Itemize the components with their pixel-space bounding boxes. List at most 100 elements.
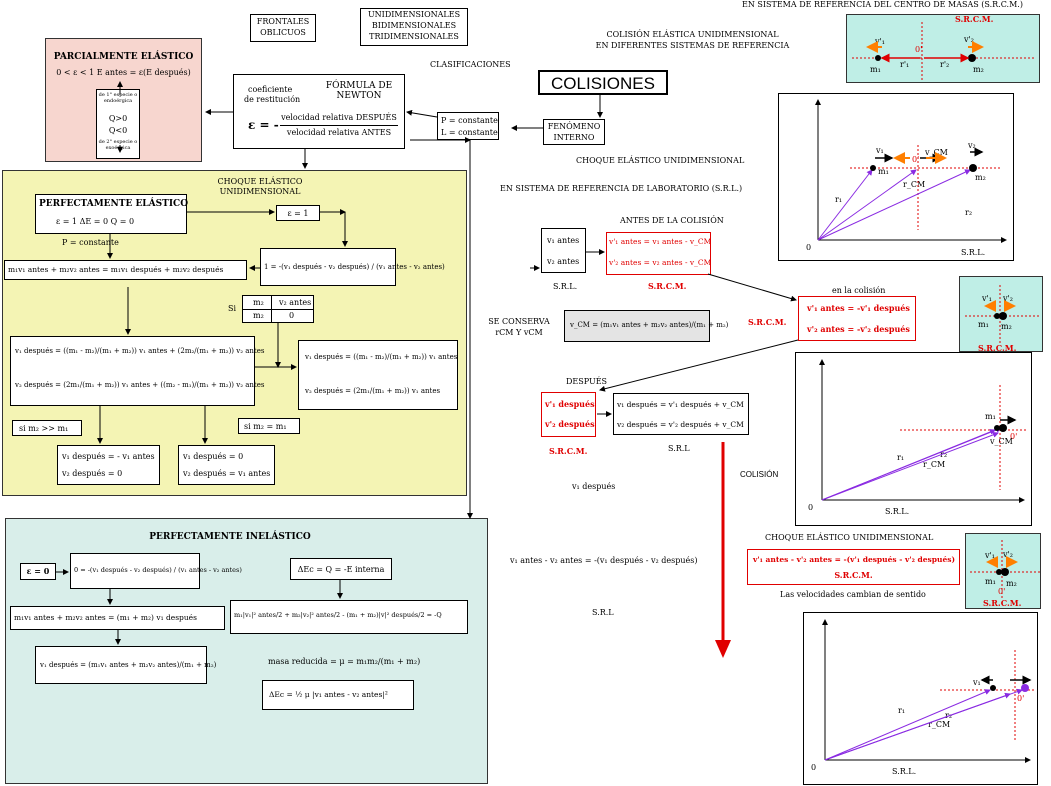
pb-mass1 (996, 569, 1002, 575)
clasificaciones-label: CLASIFICACIONES (430, 60, 511, 69)
p1-m2: m₂ (975, 173, 986, 182)
perf-elastico-box: PERFECTAMENTE ELÁSTICO ε = 1 ΔE = 0 Q = … (35, 194, 189, 234)
p1-r2 (817, 169, 971, 241)
frontales-label: FRONTALES (256, 17, 310, 26)
big-red-arrow-head (715, 640, 731, 658)
cambian-label: Las velocidades cambian de sentido (780, 590, 926, 599)
srcm-label-3: S.R.C.M. (549, 446, 588, 456)
colision-label: COLISIÓN (740, 470, 779, 479)
eps1-label: ε = 1 (287, 209, 309, 218)
srl-plot-3-label: S.R.L. (892, 767, 917, 776)
coef-label-1: coeficiente (248, 85, 293, 94)
se-conserva-2: rCM Y vCM (495, 328, 543, 337)
si-m2b: m₂ (253, 311, 264, 320)
srl-title: EN SISTEMA DE REFERENCIA DE LABORATORIO … (500, 184, 743, 193)
momentum-box: m₁v₁ antes + m₂v₂ antes = m₁v₁ después +… (4, 260, 247, 280)
p2-oprime: 0' (1010, 432, 1018, 441)
parcial-note-1: de 1° especie o endoérgica (98, 92, 138, 104)
v1-despues-label: v₁ después (572, 482, 616, 491)
se-conserva-1: SE CONSERVA (488, 317, 550, 326)
eps0-box: ε = 0 (20, 563, 56, 580)
p2-mass1 (994, 425, 1000, 431)
p3-r1 (824, 689, 991, 761)
si-table: m₂ v₂ antes m₂ 0 (242, 295, 314, 323)
inel-title: PERFECTAMENTE INELÁSTICO (149, 532, 311, 542)
eps0-label: ε = 0 (26, 566, 50, 576)
p1-r1: r₁ (835, 195, 843, 204)
si-label: Si (228, 304, 237, 313)
p2-r2 (821, 427, 1002, 501)
p1-rcm (817, 169, 917, 241)
inel-mom: m₁v₁ antes + m₂v₂ antes = (m₁ + m₂) v₁ d… (14, 613, 197, 622)
pm-mass2 (999, 312, 1007, 320)
si-gg-label: si m₂ >> m₁ (19, 424, 69, 433)
srl-plot-3-axes (822, 619, 1031, 763)
parcial-panel: PARCIALMENTE ELÁSTICO 0 < ε < 1 E antes … (45, 38, 202, 162)
vcm-box: v_CM = (m₁v₁ antes + m₂v₂ antes)/(m₁ + m… (564, 310, 728, 342)
srl-plot-1-axes (815, 99, 1007, 243)
one-eq-box: 1 = -(v₁ después - v₂ después) / (v₁ ant… (260, 248, 445, 286)
newton-box: coeficiente de restitución FÓRMULA DE NE… (233, 74, 405, 149)
srcm-title: EN SISTEMA DE REFERENCIA DEL CENTRO DE M… (742, 0, 1023, 9)
coef-label-2: de restitución (244, 95, 301, 104)
res1-box: v₁ después = - v₁ antes v₂ después = 0 (57, 445, 160, 485)
choque-title-1: CHOQUE ELÁSTICO (217, 177, 303, 186)
inel-energy-box: m₁|v₁|² antes/2 + m₂|v₂|² antes/2 - (m₁ … (230, 600, 468, 634)
srl-plot-1 (778, 93, 1014, 261)
srl-plot-1-origin: 0 (806, 243, 812, 252)
despues-label: DESPUÉS (566, 377, 608, 386)
srcm-label-2: S.R.C.M. (748, 317, 787, 327)
perf-elastico-title: PERFECTAMENTE ELÁSTICO (39, 199, 189, 209)
srcm-v2-antes: v'₂ antes = v₂ antes - v_CM (609, 258, 712, 267)
p2-m1: m₁ (985, 412, 996, 421)
p1-m1: m₁ (878, 167, 889, 176)
srl-antes-box: v₁ antes v₂ antes (541, 228, 586, 273)
p1-v1: v₁ (876, 146, 884, 155)
top-m1: m₁ (870, 65, 881, 74)
top-mass2 (968, 54, 976, 62)
p3-r1: r₁ (898, 706, 906, 715)
res2-b: v₂ después = v₁ antes (183, 469, 271, 478)
final-eq: v'₁ antes - v'₂ antes = -(v'₁ después - … (753, 555, 955, 564)
v-general-box: v₁ después = ((m₁ - m₂)/(m₁ + m₂)) v₁ an… (10, 336, 264, 406)
p-constante: P = constante (62, 238, 119, 247)
desp-eq-2: v₂ después = v'₂ después + v_CM (617, 420, 744, 429)
p2-r1: r₁ (897, 453, 905, 462)
newton-title-1: FÓRMULA DE (325, 81, 393, 91)
srl-label-3: S.R.L (592, 608, 614, 617)
srcm-label-1: S.R.C.M. (648, 281, 687, 291)
parcial-title: PARCIALMENTE ELÁSTICO (53, 52, 194, 62)
top-r2p: r'₂ (940, 60, 950, 69)
dim-bi: BIDIMENSIONALES (371, 21, 457, 30)
zero-eq-box: 0 = -(v₁ después - v₂ después) / (v₁ ant… (70, 553, 242, 589)
p2-rcm (821, 431, 999, 501)
colision-elastica-1: COLISIÓN ELÁSTICA UNIDIMENSIONAL (606, 30, 779, 39)
frontales-box: FRONTALES OBLICUOS (250, 14, 316, 42)
srl-label-2: S.R.L (668, 444, 690, 453)
choque-title-2: UNIDIMENSIONAL (219, 187, 301, 196)
perf-elastico-eq: ε = 1 ΔE = 0 Q = 0 (56, 217, 135, 226)
desp-eq-1: v₁ después = v'₁ después + v_CM (617, 400, 744, 409)
conservation-box: P = constante L = constante (437, 112, 499, 140)
arrow-conserv-newton (406, 109, 438, 118)
newton-fraction-line (280, 125, 398, 126)
srl-plot-2-origin: 0 (808, 503, 814, 512)
momentum-eq: m₁v₁ antes + m₂v₂ antes = m₁v₁ después +… (8, 265, 224, 274)
si-gg-box: si m₂ >> m₁ (12, 420, 82, 436)
p3-mass1 (990, 685, 996, 691)
si-m2a: m₂ (253, 298, 264, 307)
srl-v2-antes: v₂ antes (547, 257, 580, 266)
res2-a: v₁ después = 0 (183, 452, 244, 461)
pb-v2p: v'₂ (1003, 550, 1013, 559)
si-eq-label: si m₂ = m₁ (244, 422, 287, 431)
p1-v2: v₂ (968, 141, 976, 150)
srcm-v1-antes: v'₁ antes = v₁ antes - v_CM (609, 237, 712, 246)
v2-special: v₂ después = (2m₁/(m₁ + m₂)) v₁ antes (305, 387, 441, 395)
v1-special: v₁ después = ((m₁ - m₂)/(m₁ + m₂)) v₁ an… (305, 353, 458, 361)
desp-v1: v'₁ después (545, 399, 595, 409)
srl-plot-2-label: S.R.L. (885, 507, 910, 516)
dim-uni: UNIDIMENSIONALES (367, 10, 461, 19)
srcm-panel-top (846, 14, 1040, 83)
inel-mu: masa reducida = μ = m₁m₂/(m₁ + m₂) (268, 657, 421, 666)
final-box: v'₁ antes - v'₂ antes = -(v'₁ después - … (747, 549, 960, 585)
